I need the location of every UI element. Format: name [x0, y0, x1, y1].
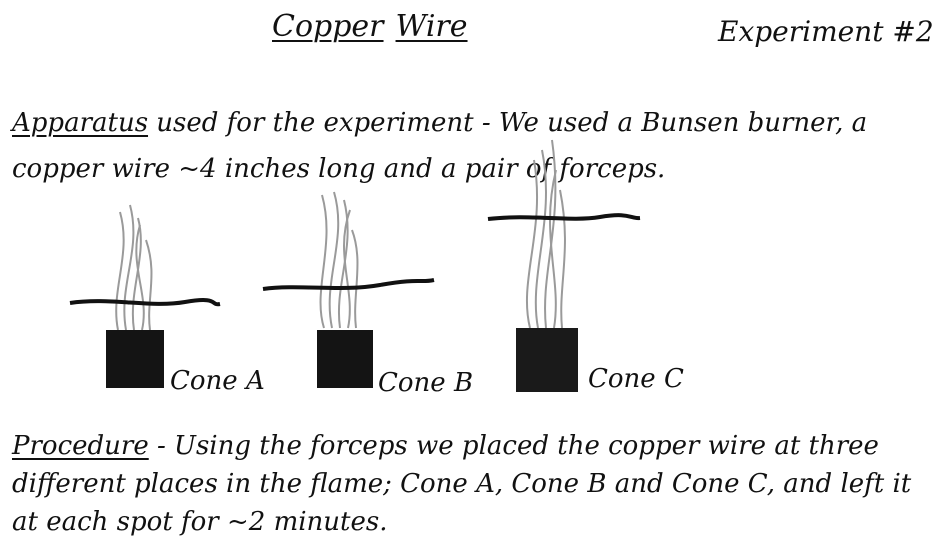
- page-title: Copper Wire: [272, 12, 468, 42]
- title-wire: Wire: [395, 9, 468, 44]
- burner-c-block: [516, 328, 578, 392]
- cone-b-label: Cone B: [378, 368, 474, 398]
- title-copper: Copper: [272, 9, 384, 44]
- experiment-number: Experiment #2: [718, 15, 934, 48]
- flame-c: [526, 139, 566, 329]
- wire-c: [487, 213, 641, 221]
- burner-a-block: [106, 330, 164, 388]
- flame-b: [319, 191, 359, 329]
- apparatus-heading: Apparatus: [12, 108, 149, 138]
- apparatus-paragraph: Apparatus used for the experiment - We u…: [12, 100, 932, 192]
- procedure-text: - Using the forceps we placed the copper…: [12, 431, 912, 537]
- flame-a: [115, 204, 153, 331]
- procedure-heading: Procedure: [12, 431, 149, 461]
- cone-a-label: Cone A: [170, 366, 265, 396]
- cone-c-label: Cone C: [588, 364, 684, 394]
- wire-b: [262, 278, 435, 291]
- procedure-paragraph: Procedure - Using the forceps we placed …: [12, 427, 937, 541]
- burner-b-block: [317, 330, 373, 388]
- wire-a: [69, 298, 221, 307]
- burner-a: [69, 204, 221, 388]
- burner-c: [487, 139, 641, 392]
- apparatus-text: used for the experiment - We used a Buns…: [12, 108, 868, 184]
- burner-b: [262, 191, 435, 388]
